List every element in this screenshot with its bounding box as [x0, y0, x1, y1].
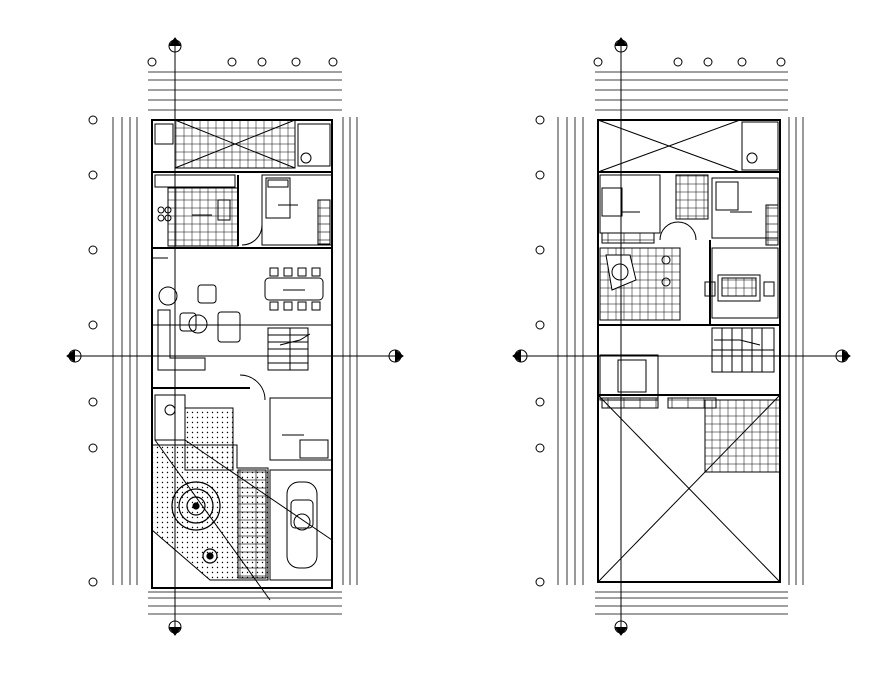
terrace-tiles: [704, 399, 781, 473]
tree-icon: [171, 481, 221, 564]
ground-floor-plan: [112, 71, 358, 615]
bathroom-upper: [675, 174, 709, 220]
plant-icon: [158, 286, 178, 306]
dimension-lines-right-right: [788, 117, 804, 585]
dining-table: [264, 277, 324, 301]
upper-floor-plan: [557, 71, 804, 615]
bed: [265, 177, 291, 219]
dimension-lines-left: [112, 117, 138, 585]
coffee-table: [188, 314, 208, 334]
car-icon: [286, 481, 318, 569]
kitchen-floor: [167, 187, 239, 247]
bedroom-1: [261, 174, 333, 246]
grid-bubbles-left: [88, 57, 338, 587]
section-axes-left: [66, 37, 404, 636]
stair-upper: [711, 327, 775, 373]
master-bed: [717, 274, 761, 302]
section-axes-right: [512, 37, 851, 636]
sofa: [157, 309, 206, 371]
bedroom-2: [599, 174, 661, 234]
dimension-lines-bottom-right: [595, 591, 788, 615]
dimension-lines-top-right: [595, 71, 788, 111]
dimension-lines-left-right: [557, 117, 584, 585]
armchair: [197, 284, 217, 304]
dimension-lines-right: [342, 117, 358, 585]
toilet-icon-upper: [746, 152, 758, 164]
bathroom: [154, 394, 186, 441]
stair: [267, 327, 311, 371]
deck: [237, 469, 267, 579]
garage: [269, 469, 333, 581]
study: [269, 397, 333, 461]
dimension-lines-bottom: [148, 591, 342, 615]
bedroom-4: [599, 354, 659, 401]
dimension-lines-top: [148, 71, 342, 111]
grid-bubbles-right: [535, 57, 786, 587]
toilet-icon: [300, 152, 312, 164]
master-bedroom: [711, 247, 779, 319]
